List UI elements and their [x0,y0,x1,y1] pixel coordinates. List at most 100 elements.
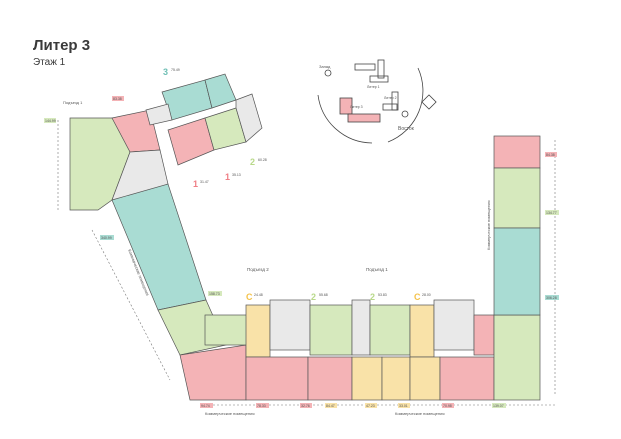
site-compass [317,59,437,144]
commercial-unit[interactable] [245,356,309,401]
unit-badge-area: 31.47 [200,180,209,184]
apartment-unit[interactable] [309,304,353,356]
unit-badge[interactable]: 3 75.49 [163,67,180,77]
north-rose-icon [421,94,437,110]
area-tag-value: 32.76 [301,404,310,408]
commercial-unit[interactable] [493,227,541,316]
commercial-unit[interactable] [409,356,441,401]
unit-badge-type: 2 [250,157,255,167]
commercial-unit[interactable] [351,356,383,401]
area-tag: 78.33 [256,403,269,408]
area-tag-value: 158.73 [209,292,220,296]
corridor [351,299,371,356]
area-tag: 33.01 [398,403,410,408]
area-tag-value: 139.07 [493,404,504,408]
compass-east-label: Восток [398,126,415,132]
area-tag-value: 134.77 [546,211,557,215]
compass-section-1: Литер 1 [367,85,380,89]
mini-building [377,59,385,79]
entrance-label: Подъезд 1 [366,267,388,272]
mini-building-highlighted [339,97,353,115]
unit-badge[interactable]: 2 55.68 [311,292,328,302]
commercial-unit[interactable] [439,356,495,401]
area-tag: 32.76 [300,403,312,408]
apartment-unit[interactable] [369,304,411,356]
mini-building [354,63,376,71]
commercial-label: Коммерческие помещения [486,201,491,251]
studio-unit[interactable] [245,304,271,358]
entrance-label: Подъезд 2 [247,267,269,272]
area-tag-value: 47.23 [366,404,375,408]
area-tag: 83.38 [112,96,124,101]
area-tag: 94.74 [200,403,213,408]
unit-badge-area: 60.28 [258,158,267,162]
unit-badge-area: 35.13 [232,173,241,177]
area-tag: 139.07 [492,403,506,408]
unit-badge-type: 2 [311,292,316,302]
commercial-unit[interactable] [493,135,541,169]
unit-badge[interactable]: C 28.00 [414,292,431,302]
area-tag: 306.28 [545,295,559,300]
unit-badge-type: C [414,292,421,302]
area-tag-value: 33.01 [399,404,408,408]
bottom-wing [204,299,541,401]
compass-section-2: Литер 2 [384,96,397,100]
compass-section-3: Литер 3 [350,105,363,109]
unit-badge-area: 24.48 [254,293,263,297]
corridor [235,93,263,143]
commercial-unit[interactable] [493,314,541,401]
right-wing [493,135,541,316]
commercial-unit[interactable] [307,356,353,401]
unit-badge-type: C [246,292,253,302]
east-marker-icon [401,110,409,118]
unit-badge[interactable]: 2 60.28 [250,157,267,167]
unit-badge[interactable]: 2 53.83 [370,292,387,302]
commercial-label: Коммерческие помещения [205,411,255,416]
area-tag-value: 84.47 [326,404,335,408]
studio-unit[interactable] [409,304,435,358]
commercial-unit[interactable] [179,344,247,401]
area-tag-value: 144.99 [45,119,56,123]
area-tag-value: 306.28 [546,296,557,300]
commercial-unit[interactable] [111,183,207,311]
area-tag-value: 78.33 [257,404,266,408]
floor-label: Этаж 1 [33,57,66,68]
unit-badge-type: 3 [163,67,168,77]
area-tag-value: 70.98 [443,404,452,408]
area-tag-value: 84.38 [546,153,555,157]
unit-badge-type: 2 [370,292,375,302]
area-tag: 134.77 [545,210,559,215]
unit-badge[interactable]: 1 35.13 [225,172,241,182]
stair-core [433,299,475,351]
area-tag: 144.99 [44,118,56,123]
unit-badge-area: 53.83 [378,293,387,297]
area-tag: 47.23 [365,403,377,408]
mini-building-highlighted [347,113,381,123]
area-tag-value: 94.74 [201,404,210,408]
compass-arc-right [387,67,424,143]
compass-arc-left [317,94,373,144]
unit-badge[interactable]: C 24.48 [246,292,263,302]
commercial-unit[interactable] [473,314,495,356]
upper-wing [69,73,263,211]
entrance-label: Подъезд 1 [63,100,83,105]
mini-building [382,103,398,111]
unit-badge[interactable]: 1 31.47 [193,179,209,189]
area-tag: 340.99 [100,235,114,240]
stair-core [269,299,311,351]
commercial-unit[interactable] [493,167,541,229]
mini-building [369,75,389,83]
diagonal-wing [111,183,247,401]
area-tag-value: 340.99 [101,236,112,240]
commercial-unit[interactable] [204,314,248,346]
unit-badge-area: 75.49 [171,68,180,72]
area-tag: 158.73 [208,291,222,296]
page-title: Литер 3 [33,37,91,54]
stair-core [145,103,173,126]
area-tag: 84.38 [545,152,557,157]
site-boundary [57,120,556,406]
area-tag-value: 83.38 [113,97,122,101]
west-marker-icon [324,69,332,77]
commercial-unit[interactable] [381,356,411,401]
